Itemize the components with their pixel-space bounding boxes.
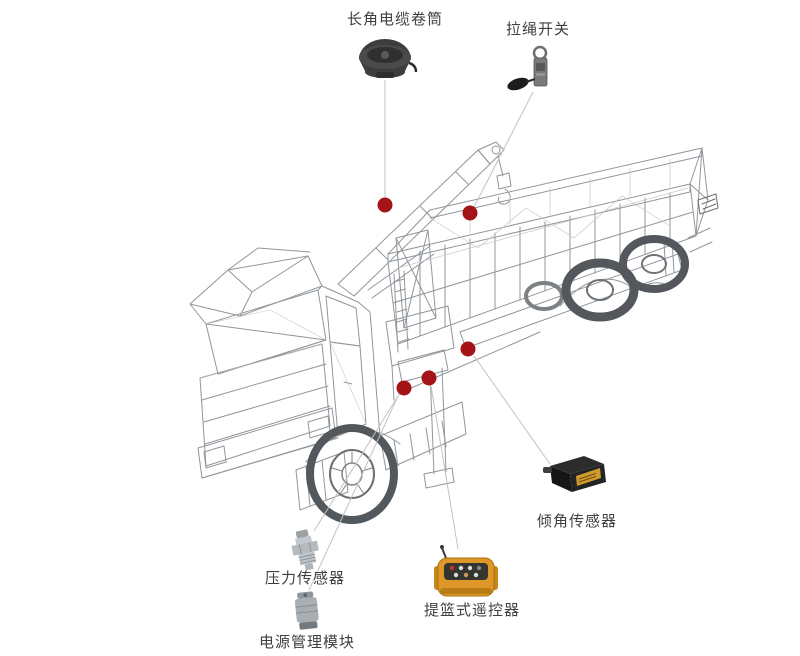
leader-power-module [308, 395, 399, 591]
power-module-icon [294, 591, 319, 630]
crane [337, 141, 512, 401]
pressure-sensor-icon [291, 529, 319, 571]
leader-remote [430, 385, 459, 550]
pull-rope-switch-icon [507, 45, 548, 91]
remote-control-icon [434, 545, 498, 597]
chassis-rear [401, 193, 719, 393]
remote-control-label: 提篮式遥控器 [423, 602, 520, 619]
sensor-marker-outrigger [421, 370, 437, 386]
rear-wheels [561, 235, 689, 322]
cable-reel-icon [359, 39, 418, 78]
pull-rope-switch-label: 拉绳开关 [505, 21, 570, 38]
cargo-bed [387, 147, 709, 345]
outrigger [397, 349, 455, 489]
leader-pressure-sensor [313, 392, 401, 532]
leader-pull-switch [473, 91, 534, 208]
sensor-markers [377, 197, 478, 396]
sensor-marker-crane-base [396, 380, 412, 396]
sensor-marker-bed [462, 205, 478, 221]
power-module-label: 电源管理模块 [258, 634, 355, 651]
leader-tilt-sensor [473, 355, 551, 465]
leader-lines [308, 80, 551, 591]
sensor-marker-frame [460, 341, 476, 357]
sensor-marker-boom [377, 197, 393, 213]
front-wheel [306, 424, 398, 524]
pressure-sensor-label: 压力传感器 [264, 570, 345, 587]
tilt-sensor-label: 倾角传感器 [536, 513, 617, 530]
truck-wireframe-illustration [189, 141, 719, 524]
tilt-sensor-icon [543, 456, 606, 492]
cable-reel-label: 长角电缆卷筒 [346, 11, 443, 28]
